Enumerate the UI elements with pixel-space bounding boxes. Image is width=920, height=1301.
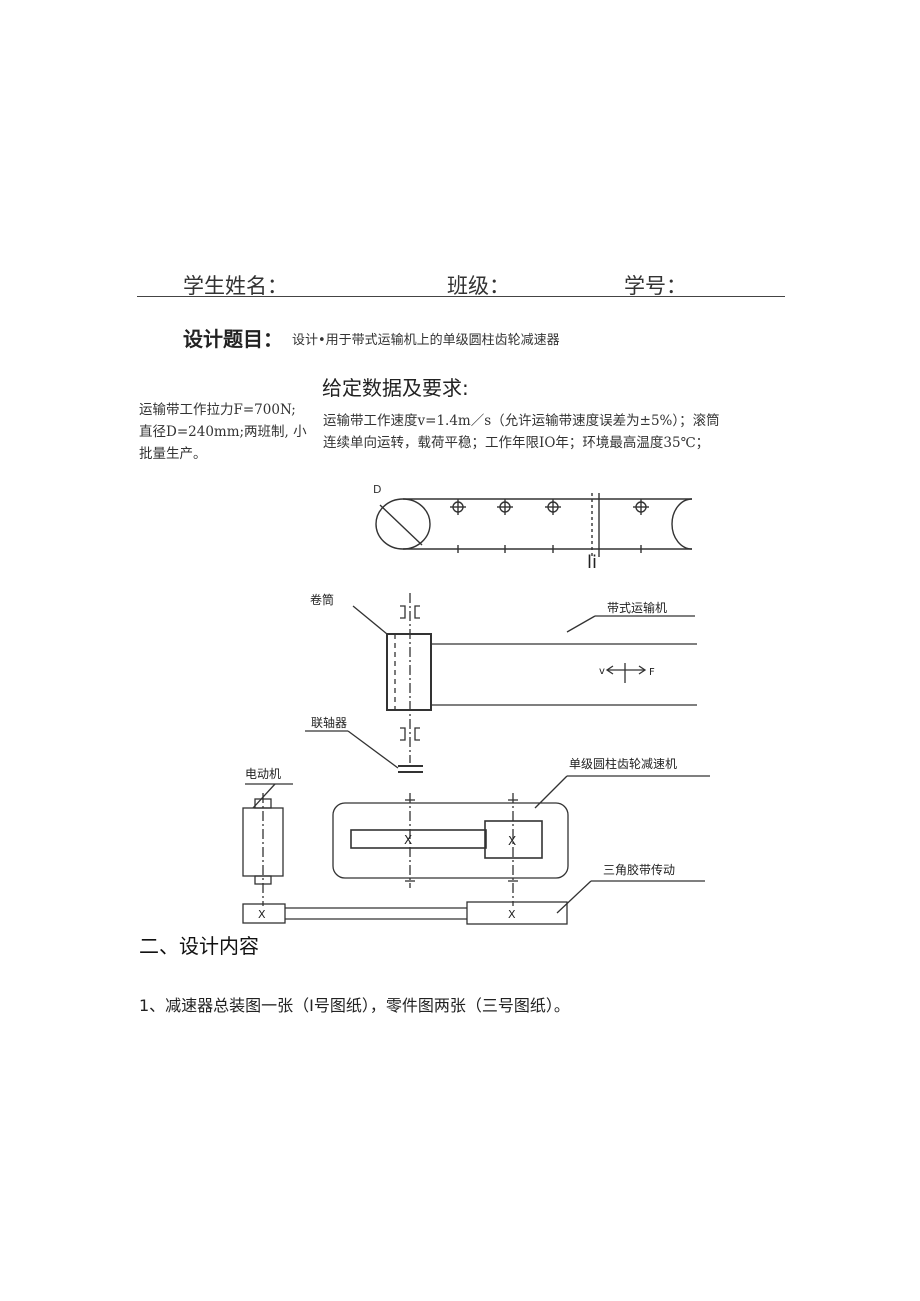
given-left-line: 直径D=240mm;两班制, 小	[139, 424, 307, 440]
gear-small	[350, 829, 487, 849]
drum-ellipse	[375, 498, 431, 550]
x-mark: X	[508, 908, 516, 921]
speed-label: v	[599, 666, 605, 677]
given-left-line: 运输带工作拉力F=700N;	[139, 402, 296, 418]
x-mark: X	[508, 834, 516, 848]
transmission-diagram: 卷筒 带式运输机 v F 联轴器 电动机 单级圆柱齿轮减速机 三角胶带传动 X …	[242, 592, 710, 925]
motor-label: 电动机	[245, 767, 281, 781]
design-content-item: 1、减速器总装图一张（I号图纸），零件图两张（三号图纸）。	[139, 996, 570, 1015]
x-mark: X	[404, 833, 412, 847]
given-data-title: 给定数据及要求:	[322, 376, 469, 400]
header-rule	[137, 296, 785, 297]
vbelt-label: 三角胶带传动	[603, 862, 675, 877]
roller-marks	[450, 499, 649, 515]
student-id-label: 学号：	[624, 274, 687, 298]
design-topic-label: 设计题目：	[183, 327, 283, 351]
reducer-label: 单级圆柱齿轮减速机	[569, 756, 677, 771]
design-topic-text: 设计•用于带式运输机上的单级圆柱齿轮减速器	[292, 333, 560, 348]
diameter-arrow	[379, 504, 423, 546]
given-right-line: 连续单向运转，载荷平稳；工作年限IO年；环境最高温度35℃；	[323, 435, 710, 451]
motor-pulley	[242, 903, 286, 924]
conveyor-label: 带式运输机	[607, 600, 667, 615]
section-mark: li	[587, 552, 597, 573]
coupling-label: 联轴器	[311, 715, 347, 730]
x-mark: X	[258, 908, 266, 921]
given-right-line: 运输带工作速度v=1.4m／s（允许运输带速度误差为±5%）；滚筒	[323, 413, 720, 429]
given-right-column: 运输带工作速度v=1.4m／s（允许运输带速度误差为±5%）；滚筒 连续单向运转…	[323, 410, 793, 454]
diameter-label: D	[373, 483, 381, 496]
class-label: 班级：	[447, 274, 510, 298]
student-name-label: 学生姓名：	[183, 274, 288, 298]
reducer-housing	[332, 802, 569, 879]
force-label: F	[649, 667, 655, 678]
given-left-column: 运输带工作拉力F=700N; 直径D=240mm;两班制, 小 批量生产。	[139, 399, 324, 465]
drum	[386, 633, 432, 711]
given-left-line: 批量生产。	[139, 446, 207, 462]
reducer-pulley	[466, 901, 568, 925]
belt-drum-sketch: D li	[373, 483, 693, 573]
drum-label: 卷筒	[310, 592, 334, 607]
section-heading: 二、设计内容	[139, 934, 259, 958]
